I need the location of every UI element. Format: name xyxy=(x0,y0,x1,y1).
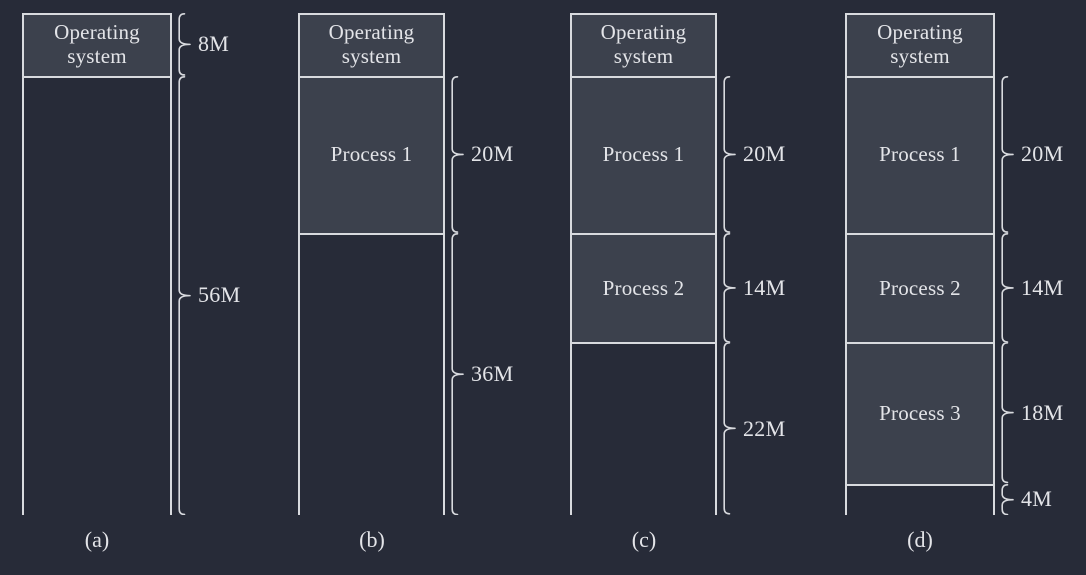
os-block-label: Operating system xyxy=(600,20,687,69)
process-block-label: Process 2 xyxy=(879,275,961,300)
curly-brace-icon xyxy=(723,76,736,233)
size-label: 20M xyxy=(471,141,514,167)
size-measure: 20M xyxy=(451,76,513,233)
process-block: Process 1 xyxy=(847,77,993,235)
os-block: Operating system xyxy=(572,15,715,78)
curly-brace-icon xyxy=(451,76,464,233)
process-block: Process 1 xyxy=(572,77,715,235)
size-label: 36M xyxy=(471,360,514,386)
free-memory-block xyxy=(572,344,715,517)
size-measure: 22M xyxy=(723,342,785,515)
curly-brace-icon xyxy=(178,76,191,515)
size-measure: 36M xyxy=(451,233,513,515)
curly-brace-icon xyxy=(178,13,191,76)
size-label: 18M xyxy=(1021,400,1064,426)
size-label: 4M xyxy=(1021,486,1053,512)
process-block-label: Process 1 xyxy=(330,142,413,167)
curly-brace-icon xyxy=(1001,342,1014,483)
free-memory-block xyxy=(24,77,170,517)
process-block: Process 2 xyxy=(847,234,993,345)
os-block-label: Operating system xyxy=(54,20,140,69)
process-block: Process 1 xyxy=(300,77,443,235)
size-label: 14M xyxy=(1021,274,1064,300)
curly-brace-icon xyxy=(723,233,736,343)
process-block-label: Process 1 xyxy=(602,142,685,167)
size-label: 20M xyxy=(743,141,786,167)
os-block-label: Operating system xyxy=(328,20,415,69)
size-measure: 20M xyxy=(723,76,785,233)
curly-brace-icon xyxy=(1001,484,1014,515)
size-measure: 8M xyxy=(178,13,229,76)
free-memory-block xyxy=(300,234,443,517)
size-label: 20M xyxy=(1021,141,1064,167)
size-measure: 56M xyxy=(178,76,240,515)
size-label: 14M xyxy=(743,274,786,300)
size-measure: 4M xyxy=(1001,484,1052,515)
process-block-label: Process 2 xyxy=(602,275,685,300)
panel-caption: (d) xyxy=(907,527,933,552)
curly-brace-icon xyxy=(723,342,736,515)
os-block: Operating system xyxy=(847,15,993,78)
size-measure: 18M xyxy=(1001,342,1063,483)
size-measure: 14M xyxy=(1001,233,1063,343)
process-block: Process 3 xyxy=(847,344,993,486)
process-block: Process 2 xyxy=(572,234,715,345)
curly-brace-icon xyxy=(1001,76,1014,233)
free-memory-block xyxy=(847,485,993,517)
os-block: Operating system xyxy=(24,15,170,78)
memory-column: Operating system xyxy=(22,13,172,517)
process-block-label: Process 1 xyxy=(879,142,961,167)
os-block: Operating system xyxy=(300,15,443,78)
panel-caption: (b) xyxy=(359,527,385,552)
os-block-label: Operating system xyxy=(877,20,963,69)
curly-brace-icon xyxy=(451,233,464,515)
curly-brace-icon xyxy=(1001,233,1014,343)
size-label: 8M xyxy=(198,31,230,57)
size-label: 56M xyxy=(198,282,241,308)
panel-caption: (c) xyxy=(631,527,657,552)
size-label: 22M xyxy=(743,415,786,441)
size-measure: 14M xyxy=(723,233,785,343)
panel-caption: (a) xyxy=(84,527,110,552)
size-measure: 20M xyxy=(1001,76,1063,233)
process-block-label: Process 3 xyxy=(879,401,961,426)
